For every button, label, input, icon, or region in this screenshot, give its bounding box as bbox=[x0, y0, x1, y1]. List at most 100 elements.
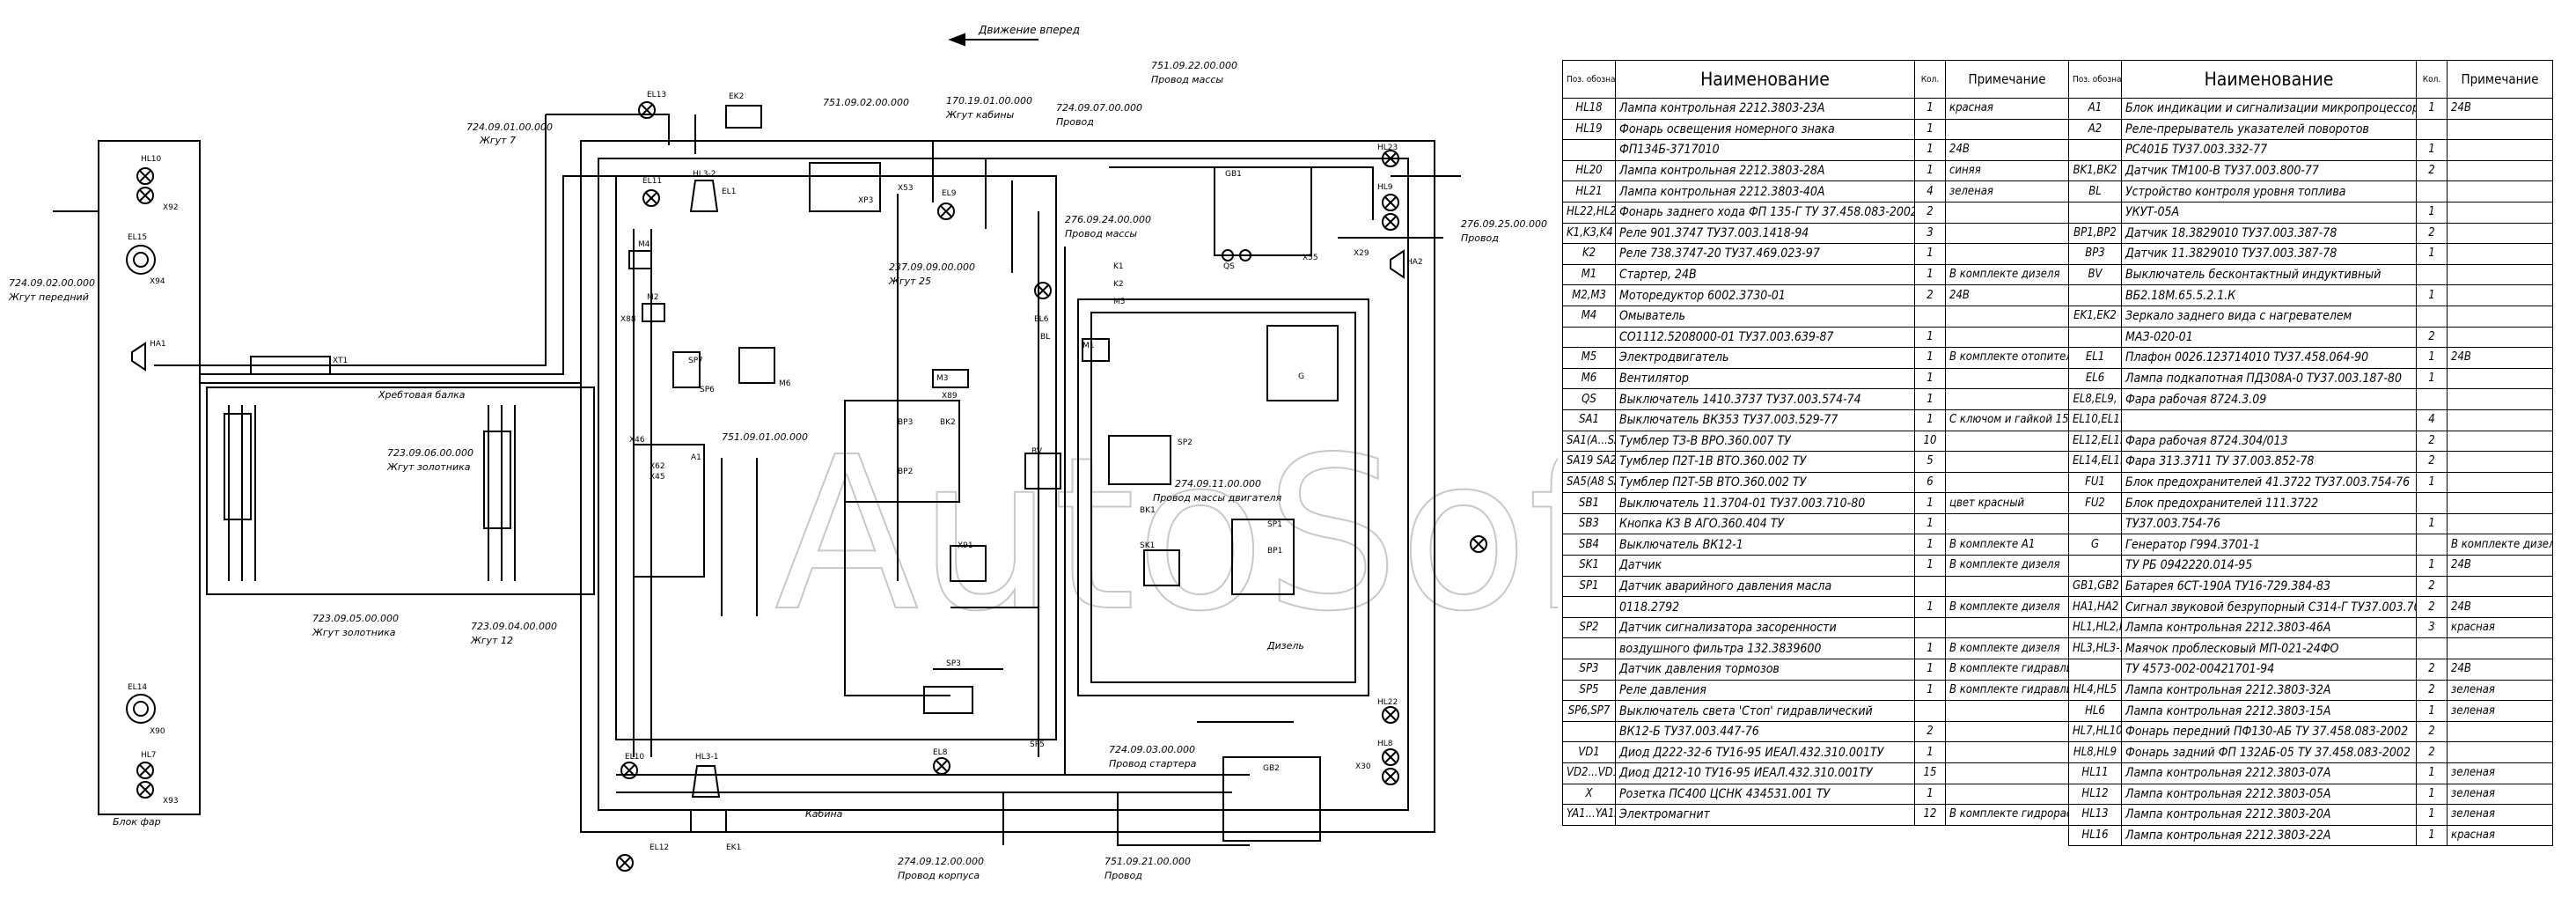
cell-name: Датчик bbox=[1615, 555, 1915, 577]
cell-note bbox=[1945, 762, 2069, 784]
cell-name: УКУТ-05А bbox=[2121, 201, 2417, 224]
hl10-lamp bbox=[136, 167, 154, 185]
svg-text:X91: X91 bbox=[958, 541, 973, 550]
cell-name: Генератор Г994.3701-1 bbox=[2121, 534, 2417, 556]
svg-text:170.19.01.00.000: 170.19.01.00.000 bbox=[946, 95, 1032, 107]
cell-note: 24В bbox=[1945, 284, 2069, 306]
cell-qty: 2 bbox=[2416, 679, 2448, 702]
cell-qty: 1 bbox=[2416, 555, 2448, 577]
cell-name: Лампа контрольная 2212.3803-46А bbox=[2121, 616, 2417, 639]
cell-qty: 1 bbox=[1914, 741, 1946, 763]
table-row: YA1...YA12Электромагнит12В комплекте гид… bbox=[1562, 804, 2069, 826]
cell-name: Тумблер П2Т-5В ВТО.360.002 ТУ bbox=[1615, 471, 1915, 494]
cell-name: Фара рабочая 8724.304/013 bbox=[2121, 430, 2417, 453]
cell-name bbox=[2121, 409, 2417, 431]
ek2-mirror bbox=[725, 105, 762, 129]
cell-note: цвет красный bbox=[1945, 492, 2069, 514]
svg-text:Провод: Провод bbox=[1105, 870, 1142, 881]
hl7-lamp bbox=[136, 762, 154, 779]
cell-note: зеленая bbox=[2447, 804, 2553, 826]
cell-pos: HL6 bbox=[2068, 700, 2122, 722]
components-table-right: Поз. обозна-чение Наименование Кол. Прим… bbox=[2068, 60, 2553, 847]
svg-text:HL7: HL7 bbox=[141, 751, 157, 760]
svg-text:HL3-1: HL3-1 bbox=[695, 753, 718, 762]
cell-pos: GB1,GB2 bbox=[2068, 575, 2122, 598]
cell-name: Датчик 18.3829010 ТУ37.003.387-78 bbox=[2121, 222, 2417, 245]
cell-note bbox=[2447, 180, 2553, 202]
cell-qty: 1 bbox=[1914, 679, 1946, 702]
x91-block bbox=[950, 545, 987, 582]
g-generator-box bbox=[1266, 325, 1339, 401]
cell-note: В комплекте дизеля bbox=[1945, 637, 2069, 660]
cell-pos: M6 bbox=[1562, 367, 1616, 390]
hl9-lamp bbox=[1382, 194, 1399, 211]
cell-pos: VD2...VD16 bbox=[1562, 762, 1616, 784]
cell-pos: SB4 bbox=[1562, 534, 1616, 556]
components-table-left: Поз. обозна-чение Наименование Кол. Прим… bbox=[1562, 60, 2069, 826]
cell-name: Датчик сигнализатора засоренности bbox=[1615, 616, 1915, 639]
el15-headlight bbox=[126, 245, 156, 275]
cell-note: В комплекте гидрораспределителей bbox=[1945, 804, 2069, 826]
cell-pos: YA1...YA12 bbox=[1562, 804, 1616, 826]
harness-labels: 724.09.01.00.000 Жгут 7 724.09.02.00.000… bbox=[8, 60, 1547, 881]
cell-pos: A1 bbox=[2068, 98, 2122, 120]
svg-text:X53: X53 bbox=[898, 184, 914, 193]
cell-name: Тумблер П2Т-1В ВТО.360.002 ТУ bbox=[1615, 451, 1915, 473]
cell-pos: SP5 bbox=[1562, 679, 1616, 702]
svg-text:X29: X29 bbox=[1354, 249, 1369, 258]
col-qty-header: Кол. bbox=[1914, 60, 1946, 99]
el9-lamp bbox=[937, 202, 955, 220]
svg-text:EL1: EL1 bbox=[722, 188, 736, 196]
cell-note: 24В bbox=[2447, 555, 2553, 577]
cell-pos: K2 bbox=[1562, 243, 1616, 265]
svg-text:BL: BL bbox=[1040, 333, 1050, 342]
svg-text:Жгут кабины: Жгут кабины bbox=[945, 109, 1015, 121]
cell-note: красная bbox=[2447, 824, 2553, 847]
hl10b-lamp bbox=[136, 187, 154, 204]
cell-pos bbox=[2068, 201, 2122, 224]
m1-starter bbox=[1082, 338, 1110, 362]
cell-note bbox=[2447, 139, 2553, 161]
cell-note bbox=[2447, 409, 2553, 431]
cell-qty: 2 bbox=[2416, 326, 2448, 349]
svg-text:Жгут 25: Жгут 25 bbox=[888, 276, 931, 287]
cell-note: зеленая bbox=[2447, 762, 2553, 784]
cell-name: Фонарь передний ПФ130-АБ ТУ 37.458.083-2… bbox=[2121, 720, 2417, 743]
cell-note: В комплекте дизеля bbox=[1945, 263, 2069, 286]
svg-text:237.09.09.00.000: 237.09.09.00.000 bbox=[889, 261, 975, 273]
cell-name: Лампа контрольная 2212.3803-07А bbox=[2121, 762, 2417, 784]
table-row: SA5(A8 SA15)Тумблер П2Т-5В ВТО.360.002 Т… bbox=[1562, 471, 2069, 494]
svg-text:BP1: BP1 bbox=[1267, 547, 1282, 556]
svg-text:276.09.25.00.000: 276.09.25.00.000 bbox=[1461, 218, 1547, 230]
cell-name: Блок индикации и сигнализации микропроце… bbox=[2121, 98, 2417, 120]
svg-text:X88: X88 bbox=[620, 315, 636, 324]
table-row: HL1,HL2,HL4Лампа контрольная 2212.3803-4… bbox=[2068, 616, 2553, 639]
cell-qty bbox=[2416, 305, 2448, 328]
cell-pos: HL20 bbox=[1562, 159, 1616, 182]
svg-text:276.09.24.00.000: 276.09.24.00.000 bbox=[1065, 214, 1151, 225]
m4-washer bbox=[628, 250, 652, 269]
hl22-lamp bbox=[1382, 706, 1399, 724]
svg-text:724.09.01.00.000: 724.09.01.00.000 bbox=[466, 121, 553, 133]
cell-pos: M2,M3 bbox=[1562, 284, 1616, 306]
cell-name: Выключатель света 'Стоп' гидравлический bbox=[1615, 700, 1915, 722]
cell-qty: 1 bbox=[2416, 700, 2448, 722]
cell-qty: 1 bbox=[1914, 512, 1946, 535]
cell-qty bbox=[1914, 616, 1946, 639]
cell-qty: 1 bbox=[1914, 159, 1946, 182]
svg-text:HL22: HL22 bbox=[1377, 698, 1398, 707]
cell-note: В комплекте гидравлики bbox=[1945, 679, 2069, 702]
cell-pos bbox=[2068, 659, 2122, 681]
svg-text:HL8: HL8 bbox=[1377, 740, 1393, 748]
col-name-header: Наименование bbox=[2121, 60, 2417, 99]
